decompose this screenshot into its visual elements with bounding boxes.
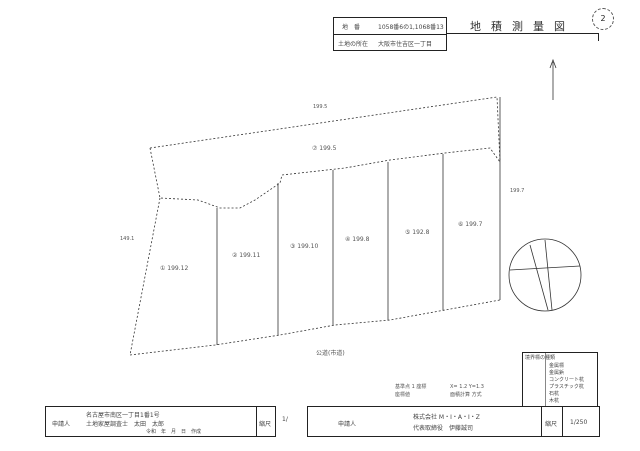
legend-item: 木杭 [549,398,560,404]
divider [256,407,257,436]
lot-label: ⑥ 199.7 [458,221,483,228]
lot-upper-boundary [149,147,501,209]
scale-label: 縮尺 [545,421,558,428]
page-title: 地積測量図 [470,20,575,33]
created-note: 令和 年 月 日 作成 [146,429,202,435]
legend-item: コンクリート杭 [549,377,585,383]
legend-item: 金属鋲 [549,370,565,376]
lot-left-boundary [129,197,161,356]
legend-item: プラスチック杭 [549,384,584,390]
divider [541,407,542,436]
scale-value: 1/250 [570,419,588,426]
road-label: 公道(市道) [316,349,345,357]
scale-value: 1/ [282,416,288,423]
applicant-label: 申請人 [338,421,357,428]
applicant-name: 土地家屋調査士 太田 太郎 [86,421,165,428]
lot-label: ④ 199.8 [345,236,370,243]
header-line [447,33,599,34]
location-value: 1058番6の1,1068番13 [378,24,444,31]
note: 面積計算 方式 [450,391,482,398]
lot-lower-boundary [129,299,501,356]
representative: 代表取締役 伊藤誠司 [413,425,474,432]
note: 基準点 1 座標 [395,383,426,390]
footer-left-box: 申請人 名古屋市南区一丁目1番1号 土地家屋調査士 太田 太郎 令和 年 月 日… [45,406,276,437]
company-name: 株式会社 M・I・A・I・Z [413,414,480,421]
legend: 境界標の種類 金属標 金属鋲 コンクリート杭 プラスチック杭 石杭 木杭 [522,352,598,407]
address-label: 土地の所在 [338,41,369,48]
location-label: 地 番 [342,24,361,31]
header-line [598,33,599,41]
detail-circle [508,238,582,312]
divider [562,407,563,436]
legend-item: 金属標 [549,363,565,369]
side-label: 199.5 [313,104,327,110]
outer-boundary [149,96,501,163]
legend-title: 境界標の種類 [525,355,556,361]
address-value: 大阪市住吉区一丁目 [378,41,433,48]
scale-label: 縮尺 [259,421,272,428]
legend-item: 石杭 [549,391,560,397]
divider [545,353,546,406]
sheet-number-badge: 2 [592,8,614,30]
lot-label: ② 199.11 [232,252,260,259]
lot-label: ⑤ 192.8 [405,229,430,236]
lot-label: ① 199.12 [160,265,188,272]
divider [334,34,446,35]
note: X= 1.2 Y=1.3 [450,384,484,390]
note: 座標値 [395,391,410,398]
applicant-label: 申請人 [52,421,71,428]
header-info-box: 地 番 1058番6の1,1068番13 土地の所在 大阪市住吉区一丁目 [333,17,447,51]
applicant-address: 名古屋市南区一丁目1番1号 [86,412,160,419]
lot-label: ⑦ 199.5 [312,145,337,152]
sheet-number: 2 [600,14,606,23]
side-label: 149.1 [120,236,134,242]
lot-label: ③ 199.10 [290,243,318,250]
side-label: 199.7 [510,188,524,194]
footer-right-box: 申請人 株式会社 M・I・A・I・Z 代表取締役 伊藤誠司 縮尺 1/250 [307,406,600,437]
